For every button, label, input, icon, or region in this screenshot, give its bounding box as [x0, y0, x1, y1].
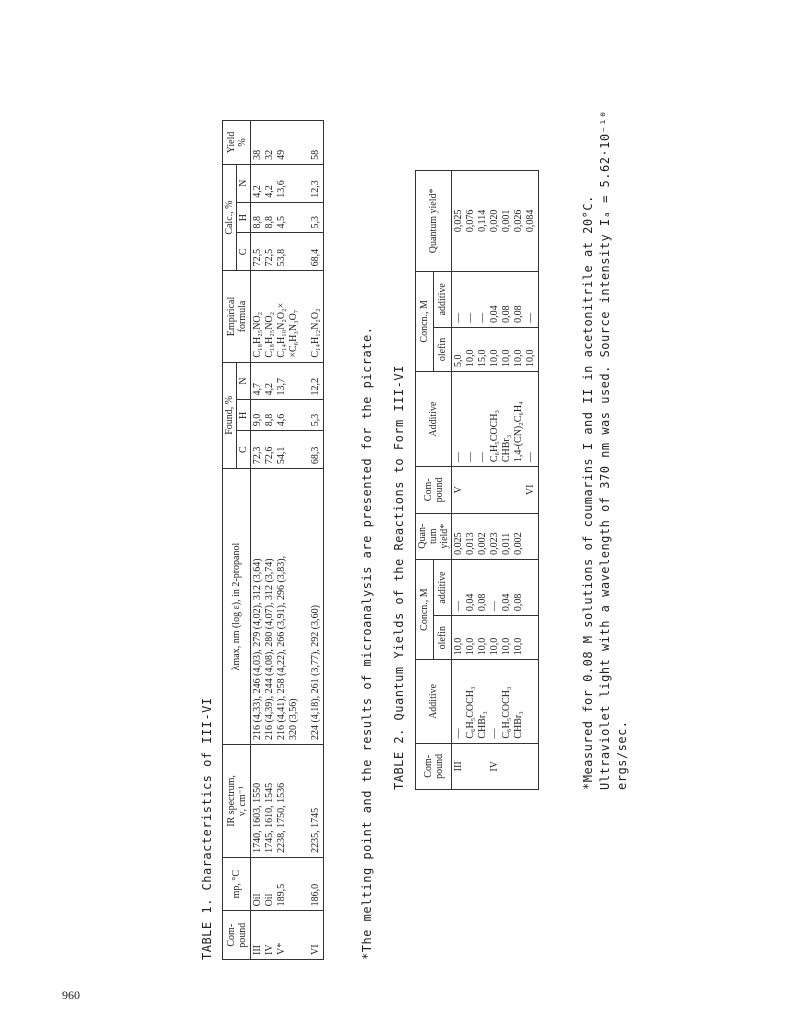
table2: Com- pound Additive Concn., M Quan- tum …	[415, 170, 539, 790]
t1-header-uv: λmax, nm (log ε), in 2-propanol	[222, 468, 251, 745]
t1-header-calc-c: C	[236, 232, 251, 271]
t2-additive-conc-cell: — — — 0,04 0,08 0,08 —	[451, 271, 539, 328]
t2-header-additive-right: Additive	[415, 371, 452, 467]
t1-calc-h-cell: 8,8 8,8 4,5	[250, 202, 301, 233]
t1-calc-c-cell: 72,5 72,5 53,8	[250, 232, 301, 271]
t2-olefin-cell: 5,0 10,0 15,0 10,0 10,0 10,0 10,0	[451, 327, 539, 372]
t2-header-qy-right: Quantum yield*	[415, 170, 452, 272]
t1-ir-cell: 1740, 1603, 1550 1745, 1610, 1545 2238, …	[250, 744, 301, 858]
t2-compound-cell: III IV	[451, 743, 539, 790]
table-row: III IV V* Oil Oil 189,5 1740, 1603, 1550…	[250, 120, 301, 960]
t2-header-olefin-right: olefin	[433, 327, 452, 372]
t1-found-n-cell: 4,7 4,2 13,7	[250, 362, 301, 400]
t2-header-compound-right: Com- pound	[415, 466, 452, 514]
t2-header-olefin-left: olefin	[433, 615, 452, 660]
page-number: 960	[62, 988, 80, 1002]
table-row: VI 186,0 2235, 1745 224 (4,18), 261 (3,7…	[309, 120, 324, 960]
t1-mp-cell: 186,0	[309, 857, 324, 911]
t1-header-calc-n: N	[236, 164, 251, 203]
t1-header-mp: mp, °C	[222, 857, 251, 911]
t1-yield-cell: 38 32 49	[250, 120, 301, 165]
t1-header-found-n: N	[236, 362, 251, 400]
t1-header-found-c: C	[236, 430, 251, 469]
t1-compound-cell: III IV V*	[250, 910, 301, 960]
t1-header-ir: IR spectrum, ν, cm⁻¹	[222, 744, 251, 858]
table2-footnote: *Measured for 0.08 M solutions of coumar…	[581, 110, 629, 790]
t1-calc-n-cell: 4,2 4,2 13,6	[250, 164, 301, 203]
t2-additive-conc-cell: — 0,04 0,08 — 0,04 0,08	[451, 559, 539, 616]
t1-header-calc: Calc., %	[222, 164, 237, 271]
table1-caption: TABLE 1. Characteristics of III-VI	[200, 697, 214, 960]
t2-header-concn-right: Concn., M	[415, 271, 434, 372]
t2-header-additive-conc-right: additive	[433, 271, 452, 328]
t1-formula-cell: C₁₈H₂₅NO₂ C₁₈H₂₅NO₂ C₁₄H₁₀N₂O₂× ×C₆H₃N₃O…	[250, 270, 301, 363]
t1-formula-cell: C₁₄H₁₂N₂O₂	[309, 270, 324, 363]
t1-yield-cell: 58	[309, 120, 324, 165]
t1-uv-cell: 216 (4,33), 246 (4,03), 279 (4,02), 312 …	[250, 468, 301, 745]
t2-header-additive-conc-left: additive	[433, 559, 452, 616]
t2-header-concn-left: Concn., M	[415, 559, 434, 660]
t2-olefin-cell: 10,0 10,0 10,0 10,0 10,0 10,0	[451, 615, 539, 660]
t1-header-found-h: H	[236, 399, 251, 431]
t1-compound-cell: VI	[309, 910, 324, 960]
t1-found-c-cell: 72,3 72,6 54,1	[250, 430, 301, 469]
table2-caption: TABLE 2. Quantum Yields of the Reactions…	[392, 365, 406, 790]
t1-calc-n-cell: 12,3	[309, 164, 324, 203]
t1-found-h-cell: 9,0 8,8 4,6	[250, 399, 301, 431]
t1-uv-cell: 224 (4,18), 261 (3,77), 292 (3,60)	[309, 468, 324, 745]
t1-header-empirical: Empirical formula	[222, 270, 251, 363]
t2-additive-cell: — — — C₆H₅COCH₃ CHBr₃ 1,4-(CN)₂C₆H₄ —	[451, 371, 539, 467]
t2-header-qy-left: Quan- tum yield*	[415, 513, 452, 560]
t1-header-found: Found, %	[222, 362, 237, 469]
t1-header-calc-h: H	[236, 202, 251, 233]
t1-header-compound: Com- pound	[222, 910, 251, 960]
t1-found-h-cell: 5,3	[309, 399, 324, 431]
t1-calc-c-cell: 68,4	[309, 232, 324, 271]
t1-calc-h-cell: 5,3	[309, 202, 324, 233]
table1: Com- pound mp, °C IR spectrum, ν, cm⁻¹ λ…	[222, 120, 324, 960]
t1-mp-cell: Oil Oil 189,5	[250, 857, 301, 911]
t2-qy-cell: 0,025 0,076 0,114 0,020 0,001 0,026 0,08…	[451, 170, 539, 272]
t1-header-yield: Yield %	[222, 120, 251, 165]
table1-footnote: *The melting point and the results of mi…	[360, 326, 374, 960]
t2-header-additive-left: Additive	[415, 659, 452, 744]
t1-found-n-cell: 12,2	[309, 362, 324, 400]
t2-qy-cell: 0,025 0,013 0,002 0,023 0,011 0,002	[451, 513, 539, 560]
t1-ir-cell: 2235, 1745	[309, 744, 324, 858]
t2-header-compound-left: Com- pound	[415, 743, 452, 790]
rotated-page-content: TABLE 1. Characteristics of III-VI Com- …	[200, 100, 760, 960]
table-row: III IV — C₆H₅COCH₃ CHBr₃ — C₆H₅COCH₃ CHB…	[451, 170, 539, 790]
t2-additive-cell: — C₆H₅COCH₃ CHBr₃ — C₆H₅COCH₃ CHBr₃	[451, 659, 539, 744]
t1-found-c-cell: 68,3	[309, 430, 324, 469]
t2-compound-cell: V VI	[451, 466, 539, 514]
